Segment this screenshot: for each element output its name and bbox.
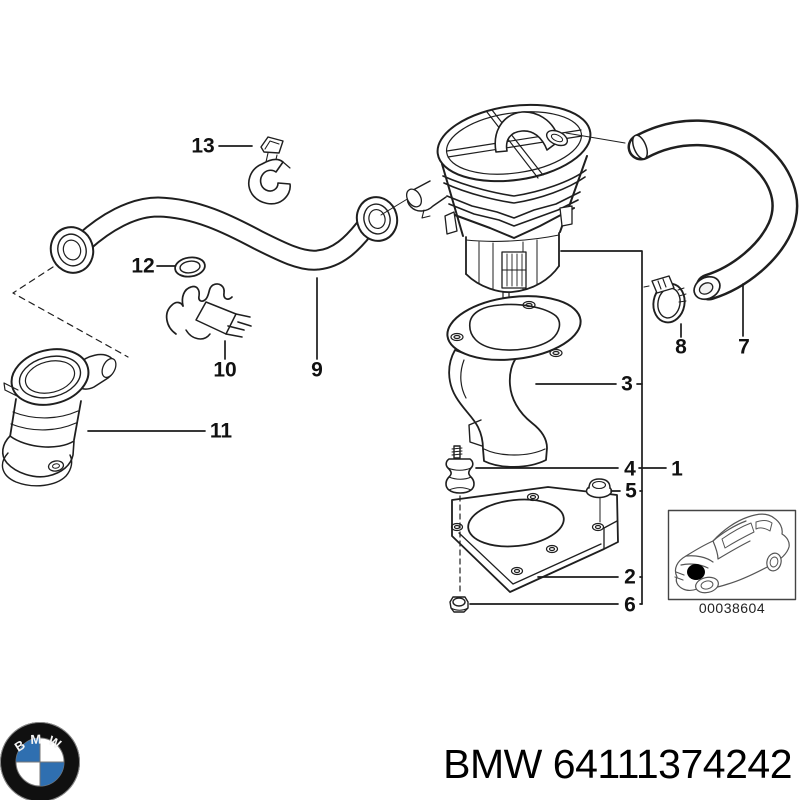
o-ring-12-drawing [174,256,206,278]
dashed-locator-lines [12,266,129,358]
callout-5: 5 [625,479,637,503]
callout-9: 9 [311,358,323,382]
callout-3: 3 [621,372,633,396]
callout-10: 10 [213,358,237,382]
pipe-9-drawing [49,196,410,274]
callout-7: 7 [738,335,750,359]
callout-8: 8 [675,335,687,359]
callout-4: 4 [624,457,636,481]
car-location-thumbnail [667,509,797,601]
bmw-roundel-icon: BMW [0,722,80,800]
leader-lines [87,145,744,605]
spring-clip-10-drawing [165,283,252,340]
mounting-plate-2-drawing [450,486,619,593]
callout-12: 12 [131,254,155,278]
callout-11: 11 [209,419,233,443]
rubber-mount-4-drawing [445,445,475,494]
callout-6: 6 [624,593,636,617]
part-number-title: BMW 64111374242 [443,741,792,787]
exploded-parts-drawing [1,103,799,613]
air-pump-drawing [405,103,626,302]
diagram-code: 00038604 [698,600,766,616]
hose-clamp-8-drawing [643,275,687,324]
hose-7-drawing [627,119,799,301]
location-dot [687,564,705,580]
callout-13: 13 [191,134,215,158]
bracket-3-drawing [446,295,582,468]
pipe-clip-13-drawing [248,136,291,205]
callout-2: 2 [624,565,636,589]
nut-6-drawing [449,596,469,613]
callout-1: 1 [671,457,683,481]
valve-11-drawing [1,348,117,487]
